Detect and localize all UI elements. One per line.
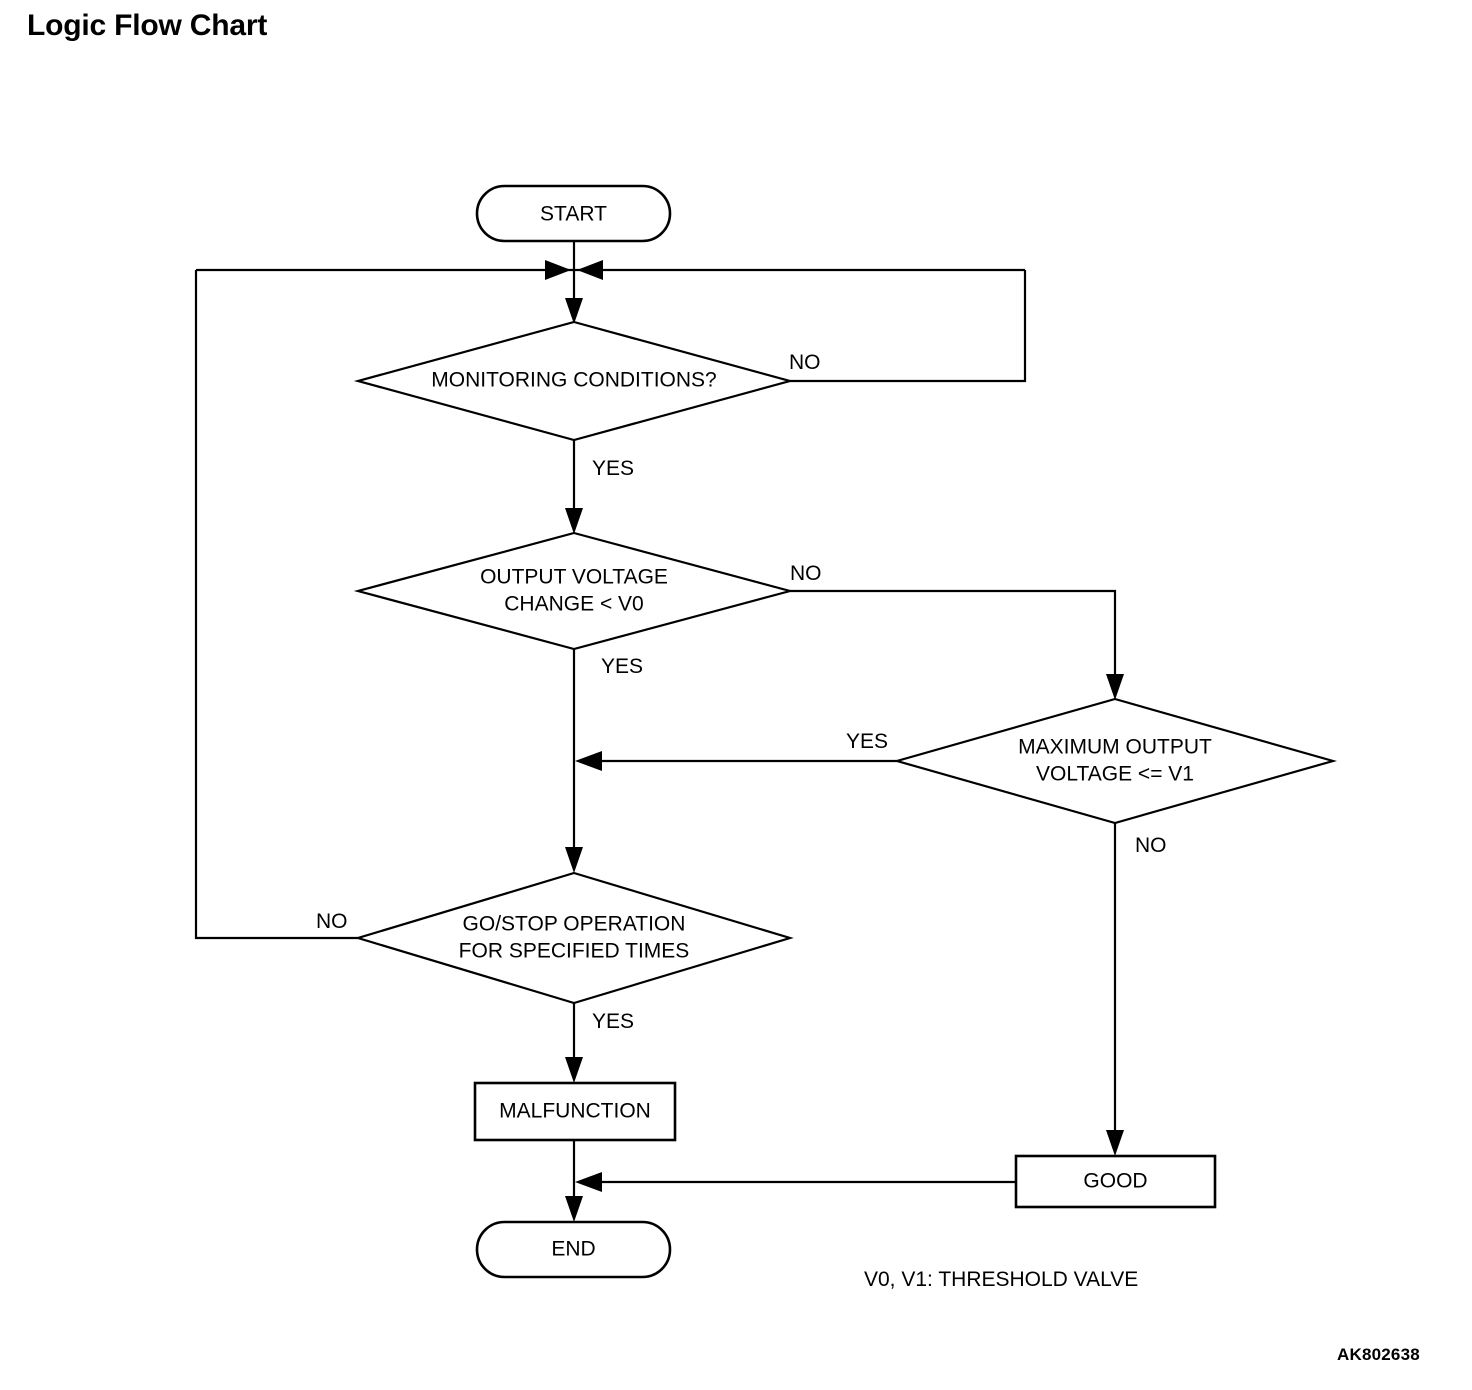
- node-output-voltage-change[interactable]: OUTPUT VOLTAGE CHANGE < V0: [353, 531, 795, 651]
- arrowhead-into-end: [565, 1196, 583, 1222]
- output-voltage-change-shape: [353, 531, 795, 651]
- label-d1-no: NO: [789, 351, 821, 374]
- label-d2-yes: YES: [601, 655, 643, 678]
- arrowhead-into-good: [1106, 1130, 1124, 1156]
- maximum-output-voltage-label-line2: VOLTAGE <= V1: [1036, 763, 1194, 786]
- connector-d1-no-loop: [790, 270, 1027, 383]
- label-d3-yes: YES: [846, 730, 888, 753]
- maximum-output-voltage-label-line1: MAXIMUM OUTPUT: [1018, 736, 1212, 759]
- arrowhead-into-d2: [565, 508, 583, 534]
- label-d3-no: NO: [1135, 834, 1167, 857]
- arrowhead-into-d4: [565, 847, 583, 873]
- node-start[interactable]: START: [475, 184, 672, 243]
- arrowhead-d3-yes-merge: [575, 751, 602, 771]
- malfunction-label: MALFUNCTION: [499, 1100, 651, 1123]
- node-malfunction[interactable]: MALFUNCTION: [473, 1081, 677, 1142]
- arrowhead-loop-right: [577, 260, 603, 280]
- node-maximum-output-voltage[interactable]: MAXIMUM OUTPUT VOLTAGE <= V1: [892, 697, 1338, 825]
- reference-code: AK802638: [1337, 1345, 1420, 1364]
- label-d4-no: NO: [316, 910, 348, 933]
- node-end[interactable]: END: [475, 1220, 672, 1279]
- malfunction-shape: [473, 1081, 677, 1142]
- go-stop-operation-label-line2: FOR SPECIFIED TIMES: [459, 940, 690, 963]
- node-go-stop-operation[interactable]: GO/STOP OPERATION FOR SPECIFIED TIMES: [354, 871, 794, 1005]
- good-shape: [1014, 1154, 1217, 1209]
- connector-d2-no-to-d3: [790, 589, 1117, 690]
- maximum-output-voltage-shape: [892, 697, 1338, 825]
- connector-d4-no-loop: [194, 270, 358, 940]
- go-stop-operation-label-line1: GO/STOP OPERATION: [463, 913, 686, 936]
- label-d1-yes: YES: [592, 457, 634, 480]
- start-shape: [475, 184, 672, 243]
- arrowhead-loop-left: [545, 260, 571, 280]
- arrowhead-into-d1: [565, 298, 583, 324]
- output-voltage-change-label-line2: CHANGE < V0: [504, 593, 643, 616]
- label-d4-yes: YES: [592, 1010, 634, 1033]
- arrowhead-into-d3: [1106, 674, 1124, 700]
- end-label: END: [551, 1238, 595, 1261]
- node-monitoring-conditions[interactable]: MONITORING CONDITIONS?: [353, 320, 795, 442]
- start-label: START: [540, 203, 607, 226]
- arrowhead-into-malfunction: [565, 1057, 583, 1083]
- label-d2-no: NO: [790, 562, 822, 585]
- legend-threshold-note: V0, V1: THRESHOLD VALVE: [864, 1268, 1138, 1291]
- good-label: GOOD: [1083, 1170, 1147, 1193]
- end-shape: [475, 1220, 672, 1279]
- monitoring-conditions-shape: [353, 320, 795, 442]
- arrowhead-good-merge: [575, 1172, 602, 1192]
- page-title: Logic Flow Chart: [27, 9, 268, 42]
- output-voltage-change-label-line1: OUTPUT VOLTAGE: [480, 566, 668, 589]
- node-good[interactable]: GOOD: [1014, 1154, 1217, 1209]
- go-stop-operation-shape: [354, 871, 794, 1005]
- monitoring-conditions-label: MONITORING CONDITIONS?: [431, 369, 716, 392]
